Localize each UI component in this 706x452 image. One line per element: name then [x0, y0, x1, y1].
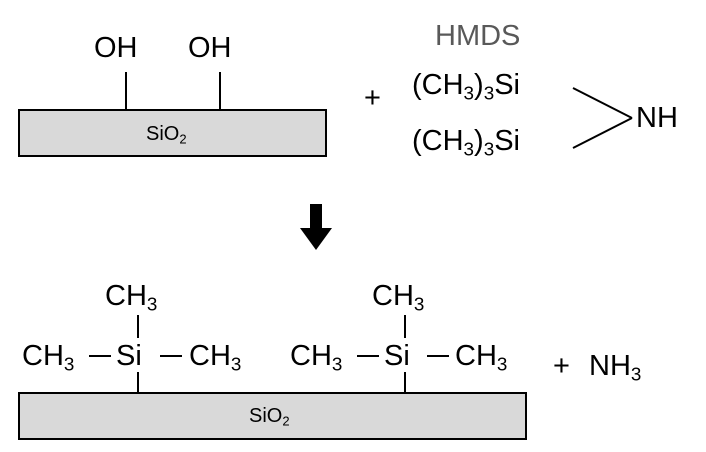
reaction-arrow-icon	[300, 204, 332, 250]
methyl-left-1: CH3	[22, 340, 75, 375]
methyl-left-2: CH3	[290, 340, 343, 375]
amine-nh-label: NH	[636, 102, 678, 134]
hydroxyl-bond-2	[219, 72, 221, 111]
n-si-bond-top	[572, 87, 633, 119]
trimethylsilyl-top: (CH3)3Si	[412, 69, 520, 104]
si-surface-bond-1	[137, 372, 139, 394]
substrate-bottom-label: SiO2	[249, 405, 290, 429]
methyl-top-2: CH3	[372, 280, 425, 315]
trimethylsilyl-bottom: (CH3)3Si	[412, 125, 520, 160]
substrate-bottom	[18, 392, 527, 440]
si-methyl-bond-top-1	[137, 315, 139, 338]
si-surface-bond-2	[404, 372, 406, 394]
ammonia-label: NH3	[589, 350, 642, 385]
si-methyl-bond-right-1	[160, 355, 182, 357]
silicon-atom-1: Si	[116, 340, 142, 372]
si-methyl-bond-top-2	[404, 315, 406, 338]
hmds-label: HMDS	[435, 20, 521, 52]
si-methyl-bond-right-2	[427, 355, 449, 357]
plus-sign-byproduct: +	[553, 350, 570, 382]
si-methyl-bond-left-1	[89, 355, 111, 357]
hydroxyl-label-2: OH	[188, 32, 232, 64]
substrate-top-label: SiO2	[146, 123, 187, 147]
n-si-bond-bottom	[572, 117, 633, 149]
hydroxyl-label-1: OH	[94, 32, 138, 64]
methyl-top-1: CH3	[105, 280, 158, 315]
substrate-top	[18, 109, 327, 157]
plus-sign-reagent: +	[364, 82, 381, 114]
silicon-atom-2: Si	[384, 340, 410, 372]
si-methyl-bond-left-2	[357, 355, 379, 357]
methyl-right-1: CH3	[189, 340, 242, 375]
methyl-right-2: CH3	[455, 340, 508, 375]
hydroxyl-bond-1	[125, 72, 127, 111]
